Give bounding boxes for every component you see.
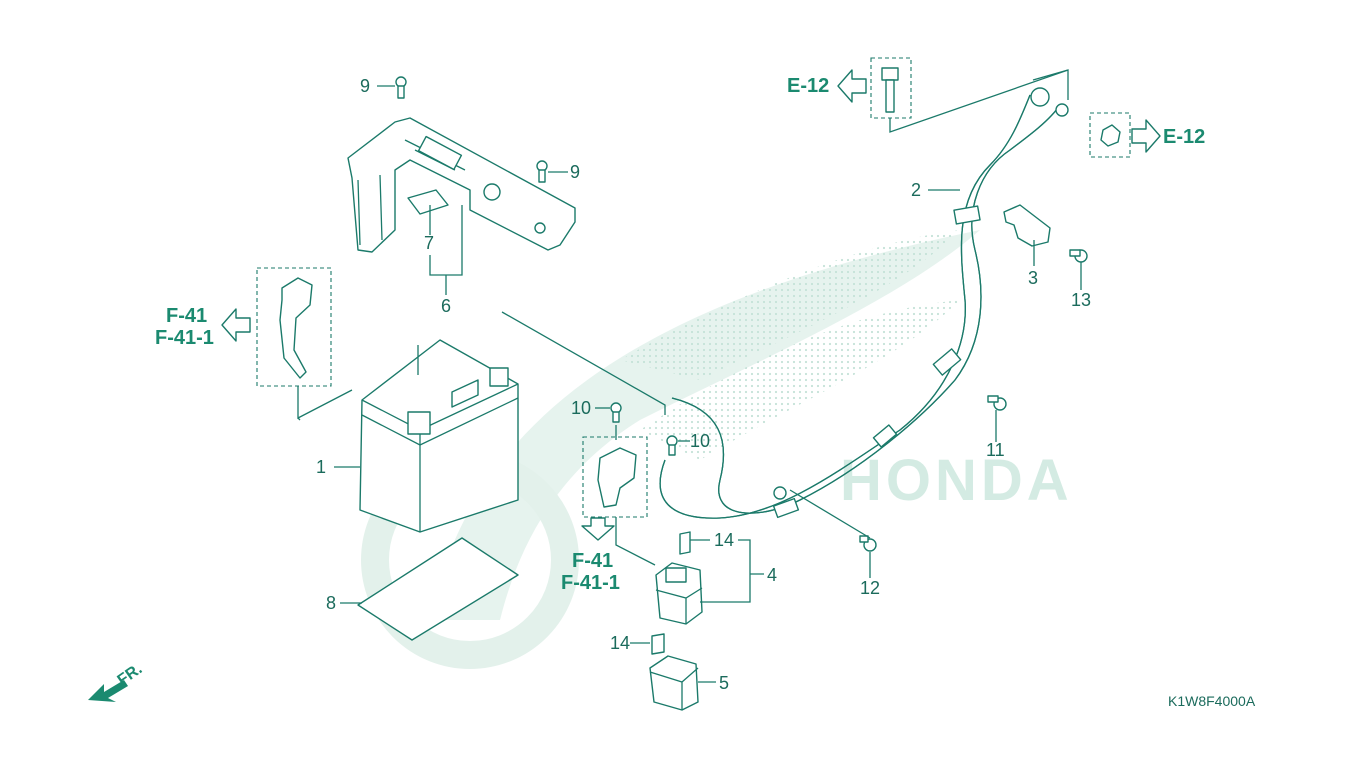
part-number-14-a: 14 [714, 530, 734, 550]
part-number-3: 3 [1028, 268, 1038, 288]
bolt-10-a [610, 402, 622, 423]
bolt-9-right [536, 160, 548, 183]
bolt-10-b [666, 435, 678, 456]
rubber-cap [1003, 204, 1051, 247]
front-arrow-icon [88, 680, 128, 702]
terminal-cover-middle [597, 447, 637, 508]
arrow-down-f41 [581, 517, 615, 541]
terminal-cover-group-left [256, 267, 332, 387]
starter-relay [655, 562, 703, 625]
ref-e12-right: E-12 [1163, 126, 1205, 148]
battery-cables [659, 87, 1069, 519]
part-number-6: 6 [441, 296, 451, 316]
fuse-14-b [651, 633, 665, 655]
part-number-9-top: 9 [360, 76, 370, 96]
fuse-14-a [679, 531, 691, 555]
ref-f41-bottom: F-41 [572, 550, 613, 572]
part-number-14-b: 14 [610, 633, 630, 653]
part-number-4: 4 [767, 565, 777, 585]
terminal-cover-left [279, 277, 313, 379]
battery-bracket [347, 117, 576, 253]
bolt-12 [859, 535, 877, 552]
part-number-10-a: 10 [571, 398, 591, 418]
part-number-5: 5 [719, 673, 729, 693]
bolt-13 [1069, 249, 1088, 263]
watermark-text: HONDA [840, 448, 1073, 513]
bolt-11 [987, 395, 1007, 411]
battery [359, 339, 519, 533]
drawing-code: K1W8F4000A [1168, 693, 1256, 709]
bolt-9-top [395, 76, 407, 99]
bolt-e12 [881, 67, 899, 113]
terminal-cover-group-middle [582, 436, 648, 518]
ref-e12-left: E-12 [787, 75, 829, 97]
arrow-left-f41 [221, 308, 251, 342]
ref-f41-1-left: F-41-1 [155, 327, 214, 349]
part-number-2: 2 [911, 180, 921, 200]
part-number-12: 12 [860, 578, 880, 598]
part-number-7: 7 [424, 233, 434, 253]
part-number-9-right: 9 [570, 162, 580, 182]
ref-f41-left: F-41 [166, 305, 207, 327]
battery-pad [357, 537, 519, 641]
part-number-8: 8 [326, 593, 336, 613]
bracket-label-plate [407, 189, 449, 215]
ref-f41-1-bottom: F-41-1 [561, 572, 620, 594]
part-number-11: 11 [986, 440, 1005, 460]
arrow-left-e12 [837, 69, 867, 103]
part-number-10-b: 10 [690, 431, 710, 451]
part-number-1: 1 [316, 457, 326, 477]
bolt-group-e12 [870, 57, 912, 119]
part-number-13: 13 [1071, 290, 1091, 310]
relay-cover [649, 655, 699, 711]
arrow-right-e12 [1131, 119, 1161, 153]
nut-e12 [1100, 124, 1121, 147]
